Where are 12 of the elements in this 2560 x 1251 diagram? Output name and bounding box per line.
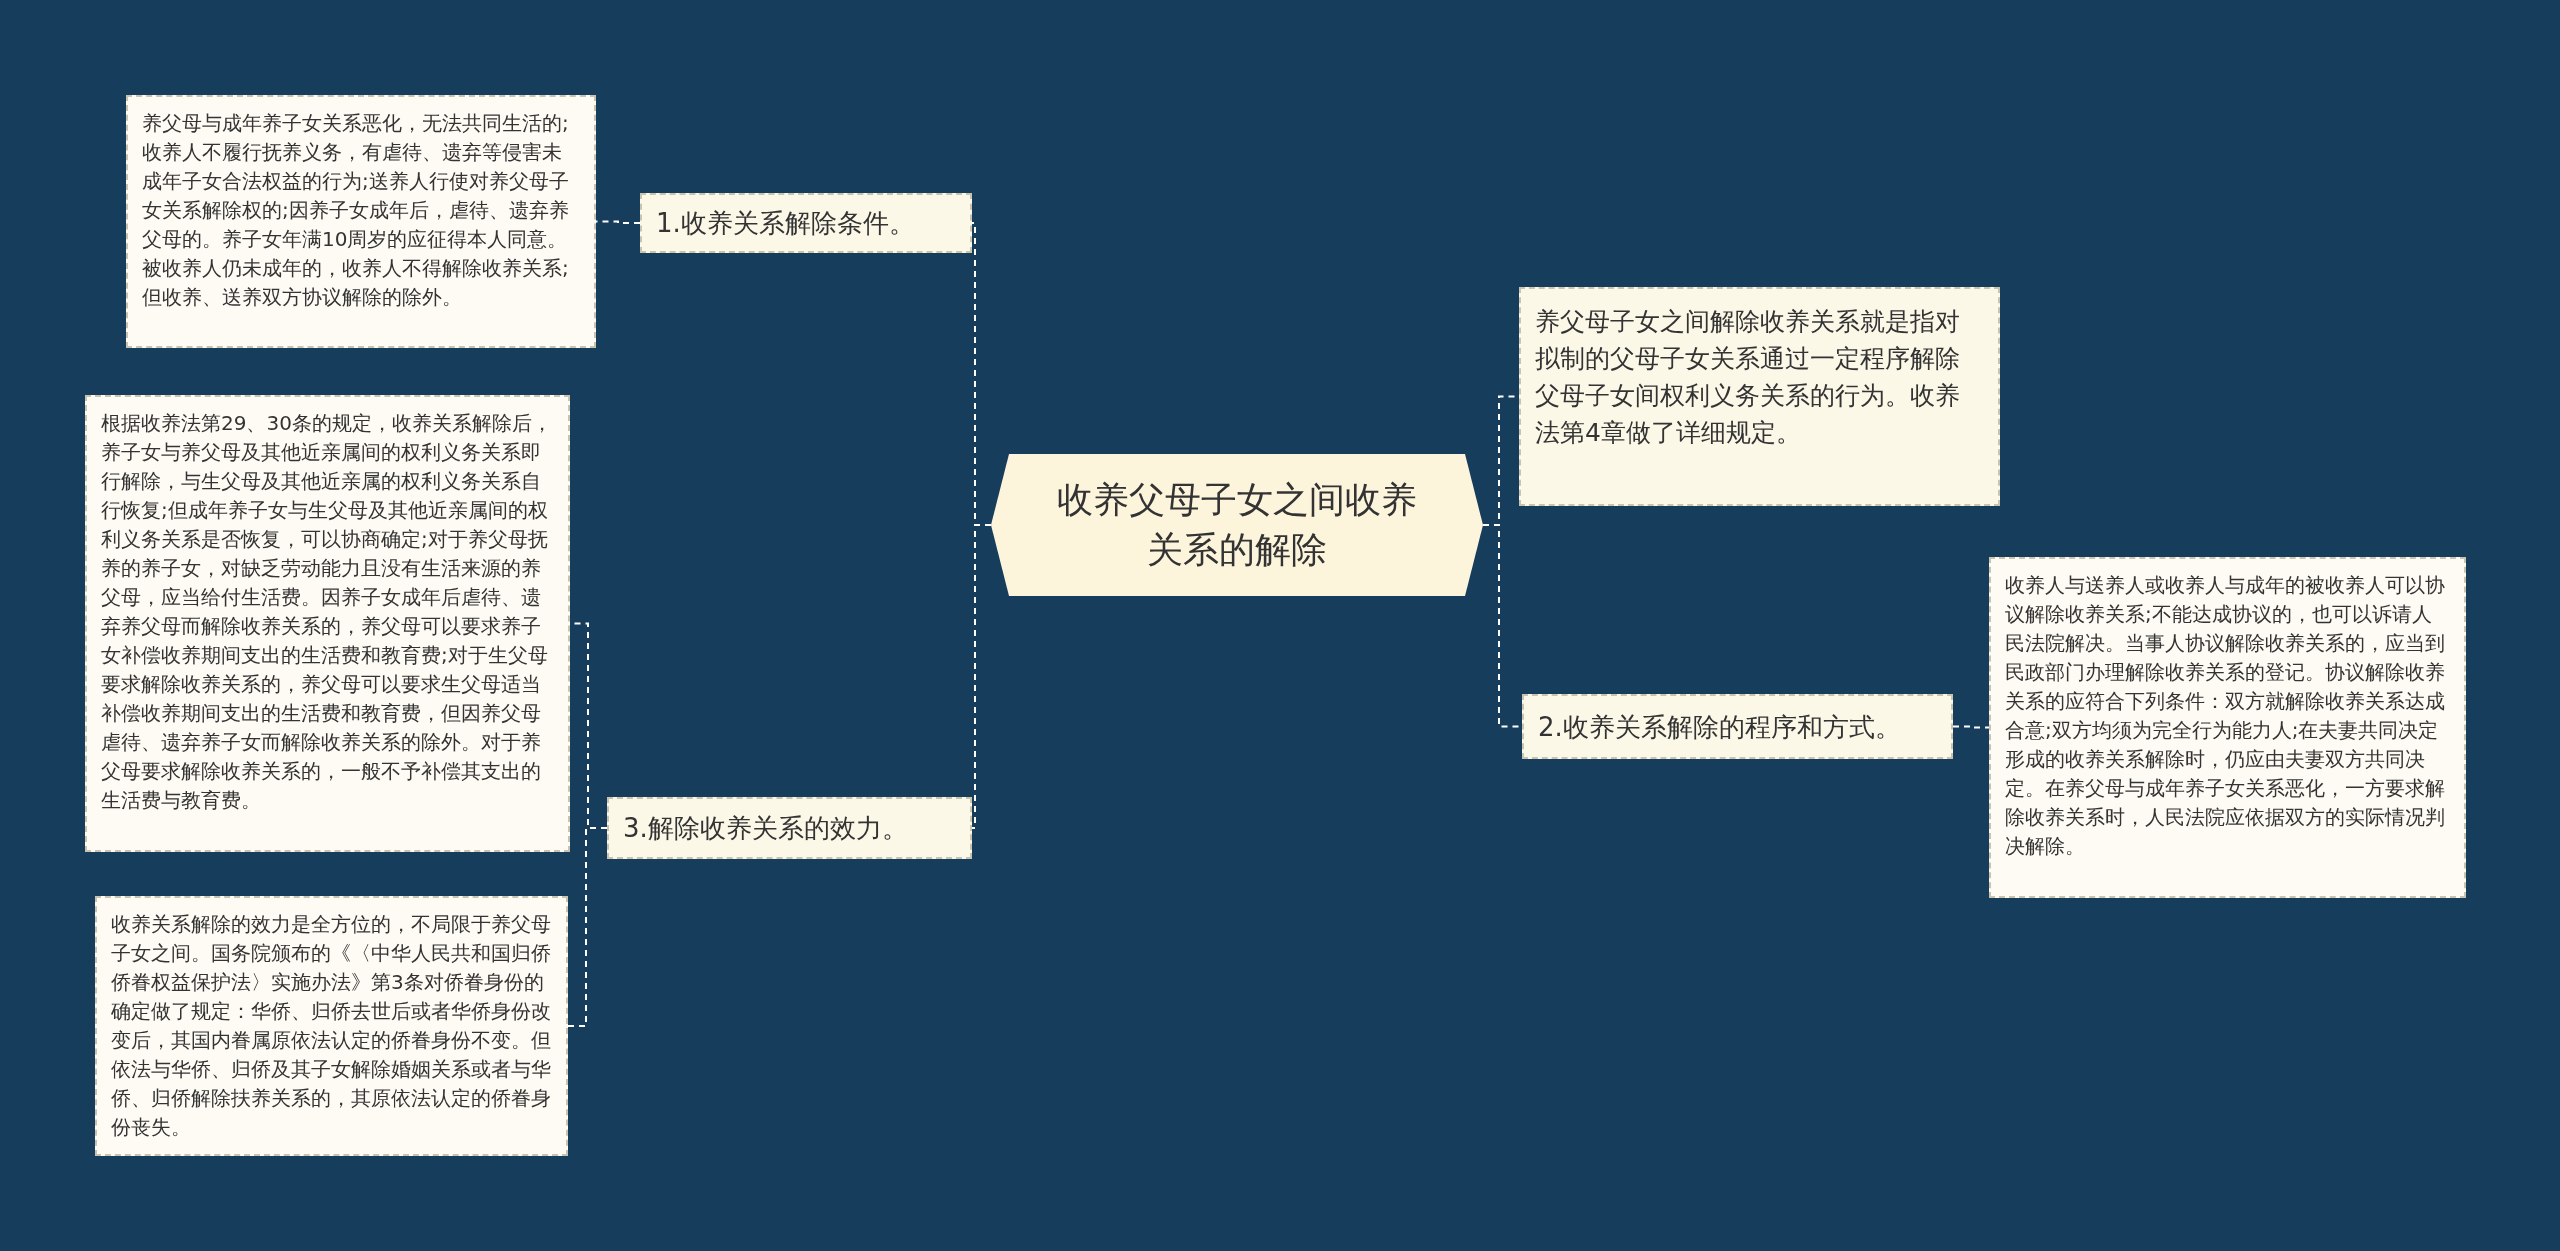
connector-line (1952, 725, 1990, 729)
connector-line (971, 524, 992, 829)
topic-hexagon: 收养父母子女之间收养关系的解除 (991, 454, 1483, 596)
text-box: 收养关系解除的效力是全方位的，不局限于养父母子女之间。国务院颁布的《〈中华人民共和国归侨侨眷权益保护法〉实施办法》第3条对侨眷身份的确定做了规定：华侨、归侨去世后或者华侨身份改变后，其国内眷属原依法认定的侨眷身份不变。但依法与华侨、归侨及其子女解除婚姻关系或者与华侨、归侨解除扶养关系的，其原依法认定的侨眷身份丧失。 (95, 896, 568, 1156)
text-box: 养父母与成年养子女关系恶化，无法共同生活的;收养人不履行抚养义务，有虐待、遗弃等侵害未成年子女合法权益的行为;送养人行使对养父母子女关系解除权的;因养子女成年后，虐待、遗弃养父母的。养子女年满10周岁的应征得本人同意。被收养人仍未成年的，收养人不得解除收养关系;但收养、送养双方协议解除的除外。 (126, 95, 596, 348)
branch-box: 养父母子女之间解除收养关系就是指对拟制的父母子女关系通过一定程序解除父母子女间权利义务关系的行为。收养法第4章做了详细规定。 (1519, 287, 2000, 506)
branch-box: 2.收养关系解除的程序和方式。 (1522, 694, 1953, 759)
branch-box: 1.收养关系解除条件。 (640, 193, 972, 253)
connector-line (567, 827, 608, 1027)
text-box: 收养人与送养人或收养人与成年的被收养人可以协议解除收养关系;不能达成协议的，也可以诉请人民法院解决。当事人协议解除收养关系的，应当到民政部门办理解除收养关系的登记。协议解除收养关系的应符合下列条件：双方就解除收养关系达成合意;双方均须为完全行为能力人;在夫妻共同决定形成的收养关系解除时，仍应由夫妻双方共同决定。在养父母与成年养子女关系恶化，一方要求解除收养关系时，人民法院应依据双方的实际情况判决解除。 (1989, 557, 2466, 898)
branch-box: 3.解除收养关系的效力。 (607, 797, 972, 859)
text-box: 根据收养法第29、30条的规定，收养关系解除后，养子女与养父母及其他近亲属间的权利义务关系即行解除，与生父母及其他近亲属的权利义务关系自行恢复;但成年养子女与生父母及其他近亲属间的权利义务关系是否恢复，可以协商确定;对于养父母抚养的养子女，对缺乏劳动能力且没有生活来源的养父母，应当给付生活费。因养子女成年后虐待、遗弃养父母而解除收养关系的，养父母可以要求养子女补偿收养期间支出的生活费和教育费;对于生父母要求解除收养关系的，养父母可以要求生父母适当补偿收养期间支出的生活费和教育费，但因养父母虐待、遗弃养子女而解除收养关系的除外。对于养父母要求解除收养关系的，一般不予补偿其支出的生活费与教育费。 (85, 395, 570, 852)
